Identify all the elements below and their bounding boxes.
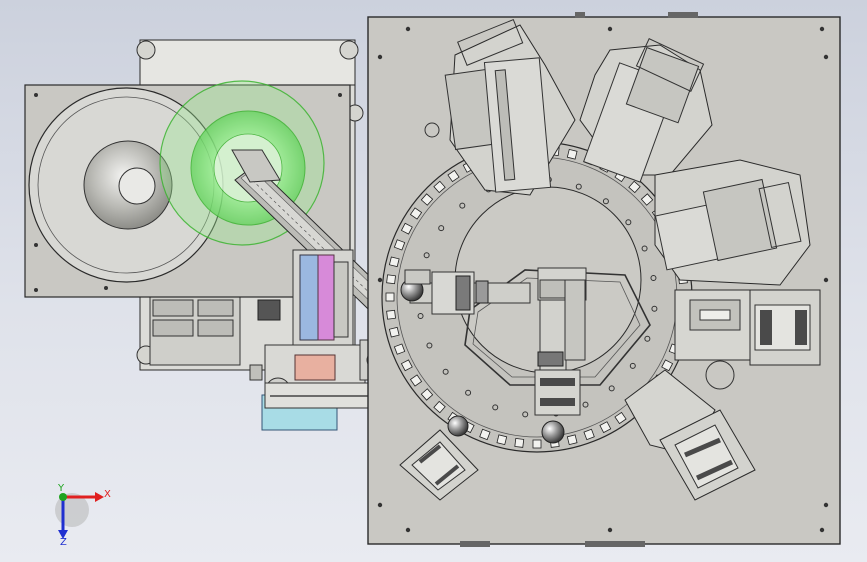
dial-pocket [409,207,423,220]
dial-pocket [447,169,460,183]
dial-bolt-hole [459,202,466,209]
dial-pocket [661,359,674,372]
dial-pocket [400,359,413,372]
dial-pocket [420,193,434,206]
dial-pocket [628,180,641,194]
dial-pocket [640,193,654,206]
dial-pocket [433,400,446,414]
dial-pocket [388,256,400,268]
dial-pocket [393,343,406,355]
dial-pocket [583,428,595,441]
dial-bolt-hole [582,401,589,408]
dial-pocket [388,326,400,338]
dial-pocket [599,421,612,434]
dial-bolt-hole [650,274,657,281]
station-bottom-left [399,429,479,501]
dial-bolt-hole [417,313,424,320]
dial-pocket [614,411,627,425]
station-top-right [579,38,713,183]
dial-pocket [496,434,508,446]
dial-bolt-hole [641,245,648,252]
dial-bolt-hole [423,252,430,259]
dial-bolt-hole [625,219,632,226]
dial-bolt-hole [492,404,499,411]
dial-bolt-hole [522,411,529,418]
dial-pocket [393,239,406,251]
dial-bolt-hole [644,335,651,342]
dial-pocket [400,222,413,235]
z-axis-label: Z [60,537,67,548]
crank-ball-lower-left [447,415,469,437]
dial-bolt-hole [465,389,472,396]
dial-pocket [514,438,525,448]
dial-bolt-hole [651,305,658,312]
dial-bolt-hole [602,198,609,205]
dial-bolt-hole [629,362,636,369]
station-right [654,159,811,286]
station-bottom-right [624,369,756,501]
dial-pocket [420,388,434,401]
dial-bolt-hole [575,183,582,190]
crank-ball-bottom [541,420,565,444]
station-top-left [444,18,576,196]
dial-pocket [566,148,578,160]
dial-pocket [386,309,396,320]
dial-pocket [532,439,542,449]
central-linkage [400,267,651,444]
x-axis-label: X [104,489,111,500]
dial-pocket [409,374,423,387]
station-right-lower [674,289,821,366]
dial-pocket [479,428,491,441]
dial-bolt-hole [426,342,433,349]
dial-bolt-hole [438,225,445,232]
dial-pocket [433,180,446,194]
coordinate-triad: X Y Z [55,483,111,548]
y-axis-dot [59,493,67,501]
dial-pocket [385,292,395,302]
y-axis-label: Y [57,483,65,494]
dial-bolt-hole [608,385,615,392]
rotary-dial [381,141,693,453]
dial-pocket [386,274,396,285]
dial-pocket [566,434,578,446]
dial-bolt-hole [442,368,449,375]
